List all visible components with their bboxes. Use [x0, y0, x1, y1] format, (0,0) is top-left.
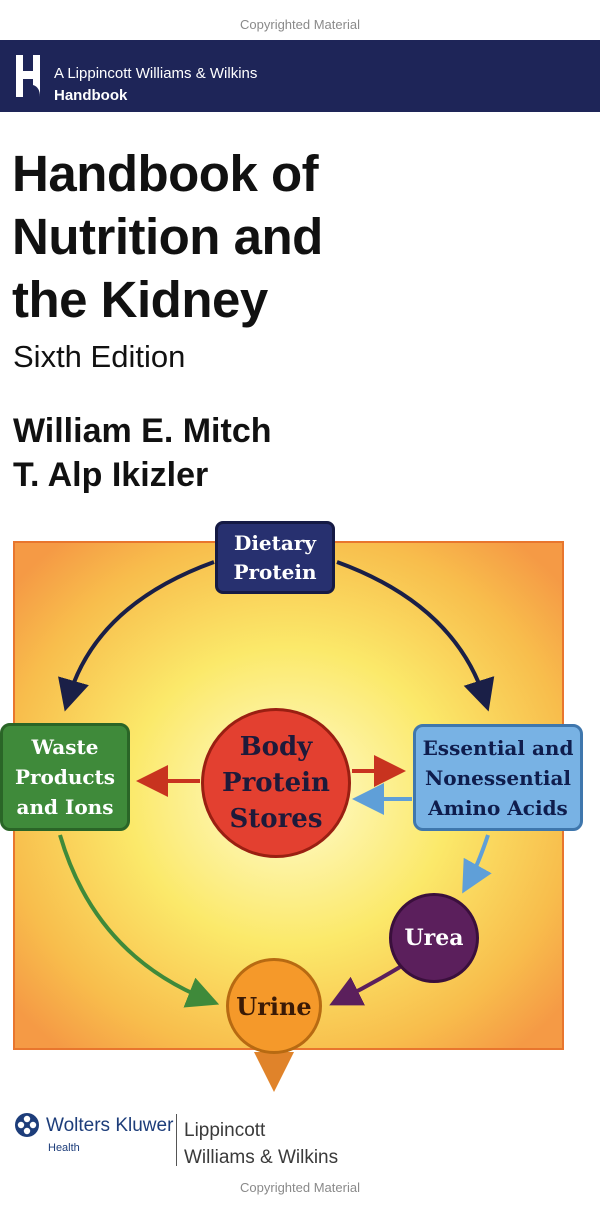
publisher-divider: [176, 1114, 177, 1166]
lww-line-1: Lippincott: [184, 1120, 266, 1141]
lww-line-2: Williams & Wilkins: [184, 1147, 339, 1168]
title-line-2: Nutrition and: [12, 208, 323, 265]
node-waste-products: Waste Products and Ions: [0, 723, 130, 831]
node-waste-line-1: Waste: [31, 735, 99, 759]
title-line-1: Handbook of: [12, 145, 319, 202]
arrow-dietary-to-amino: [336, 560, 495, 712]
arrow-amino-to-urea: [462, 834, 492, 894]
wolters-kluwer-name: Wolters Kluwer: [46, 1115, 174, 1136]
edition: Sixth Edition: [13, 339, 186, 374]
node-urea: Urea: [389, 893, 479, 983]
protein-cycle-diagram: Dietary Protein Waste Products and Ions …: [0, 515, 600, 1095]
copyright-watermark-top: Copyrighted Material: [240, 17, 360, 32]
node-amino-line-2: Nonessential: [424, 765, 572, 790]
node-body-line-2: Protein: [222, 768, 330, 798]
node-urine-label: Urine: [236, 991, 312, 1021]
book-title: Handbook of Nutrition and the Kidney: [12, 142, 592, 331]
author-2: T. Alp Ikizler: [13, 456, 209, 494]
node-body-line-1: Body: [239, 732, 313, 762]
wolters-kluwer-health: Health: [48, 1142, 80, 1154]
node-dietary-line-1: Dietary: [233, 530, 317, 555]
node-amino-line-3: Amino Acids: [428, 795, 568, 820]
publisher-imprint: Wolters Kluwer Health Lippincott William…: [14, 1112, 594, 1172]
copyright-watermark-bottom: Copyrighted Material: [240, 1180, 360, 1195]
title-line-3: the Kidney: [12, 271, 268, 328]
h-handbook-logo: [13, 51, 43, 101]
wolters-kluwer-globe-icon: [15, 1113, 39, 1137]
arrow-dietary-to-waste: [58, 560, 215, 712]
arrow-urea-to-urine: [329, 965, 402, 1006]
lww-imprint: Lippincott Williams & Wilkins: [184, 1117, 338, 1171]
node-dietary-protein: Dietary Protein: [215, 521, 335, 594]
node-body-line-3: Stores: [229, 804, 323, 834]
arrow-waste-to-urine: [58, 834, 220, 1008]
node-amino-line-1: Essential and: [422, 735, 574, 760]
author-1: William E. Mitch: [13, 412, 272, 450]
node-waste-line-3: and Ions: [16, 795, 114, 819]
node-dietary-line-2: Protein: [233, 559, 317, 584]
series-banner: [0, 40, 600, 112]
authors: William E. Mitch T. Alp Ikizler: [13, 409, 272, 497]
series-line-2: Handbook: [54, 87, 128, 104]
node-urea-label: Urea: [404, 925, 464, 951]
series-label: A Lippincott Williams & Wilkins Handbook: [54, 63, 257, 107]
node-body-protein-stores: Body Protein Stores: [201, 708, 351, 858]
node-amino-acids: Essential and Nonessential Amino Acids: [413, 724, 583, 831]
series-line-1: A Lippincott Williams & Wilkins: [54, 65, 258, 82]
node-waste-line-2: Products: [14, 765, 116, 789]
node-urine: Urine: [226, 958, 322, 1054]
